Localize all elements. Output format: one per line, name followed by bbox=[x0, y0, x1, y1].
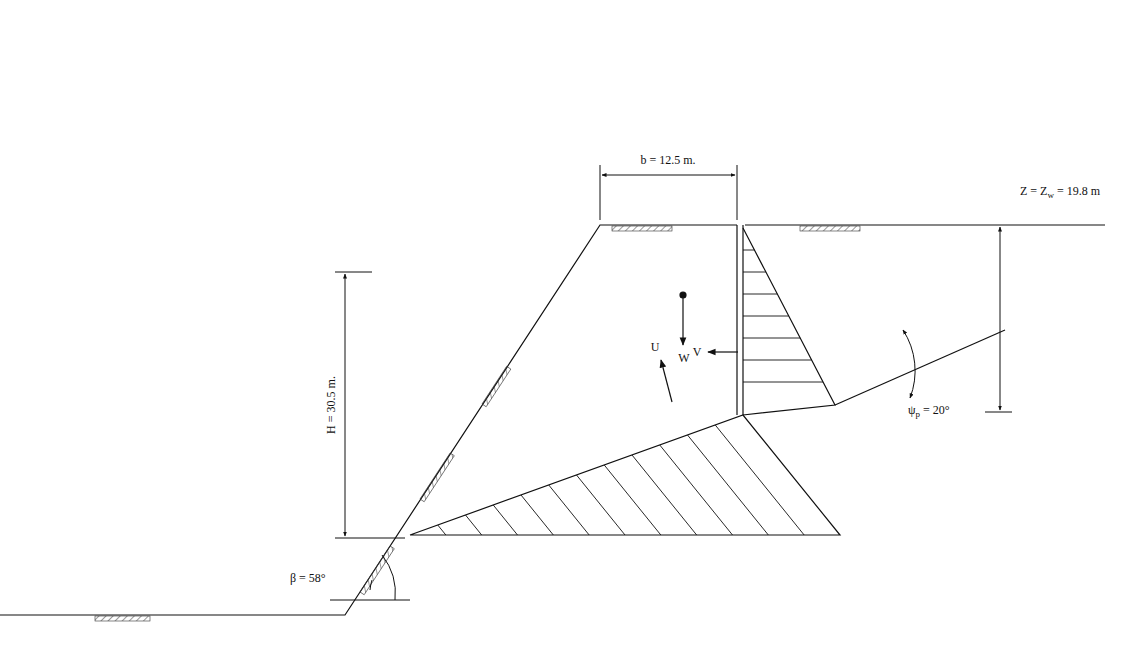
force-arrows bbox=[661, 292, 738, 402]
dimension-label: Z = Zw= 19.8 m bbox=[1018, 184, 1102, 202]
label-text: w bbox=[1047, 190, 1054, 200]
dimension-label: V bbox=[691, 345, 704, 359]
label-text: W bbox=[678, 351, 689, 365]
pressure-hatching bbox=[438, 250, 823, 535]
label-text: H = 30.5 m. bbox=[324, 376, 338, 434]
label-text: β = 58° bbox=[290, 571, 326, 585]
dimension-label: b = 12.5 m. bbox=[638, 153, 697, 167]
dimension-lines bbox=[330, 165, 1012, 600]
label-text: ψ bbox=[908, 403, 916, 417]
dimension-label: ψp= 20° bbox=[906, 403, 952, 421]
dimension-label: W bbox=[676, 351, 691, 365]
label-text: = 20° bbox=[923, 403, 950, 417]
label-text: U bbox=[651, 340, 660, 354]
label-text: Z = Z bbox=[1020, 184, 1047, 198]
label-text: = 19.8 m bbox=[1057, 184, 1100, 198]
label-text: p bbox=[916, 409, 921, 419]
ground-hatch bbox=[95, 226, 860, 621]
slope-outline bbox=[0, 225, 1105, 615]
dimension-label: β = 58° bbox=[288, 571, 328, 585]
dimension-label: U bbox=[649, 340, 662, 354]
dimension-label: H = 30.5 m. bbox=[324, 374, 338, 436]
label-text: b = 12.5 m. bbox=[640, 153, 695, 167]
label-text: V bbox=[693, 345, 702, 359]
